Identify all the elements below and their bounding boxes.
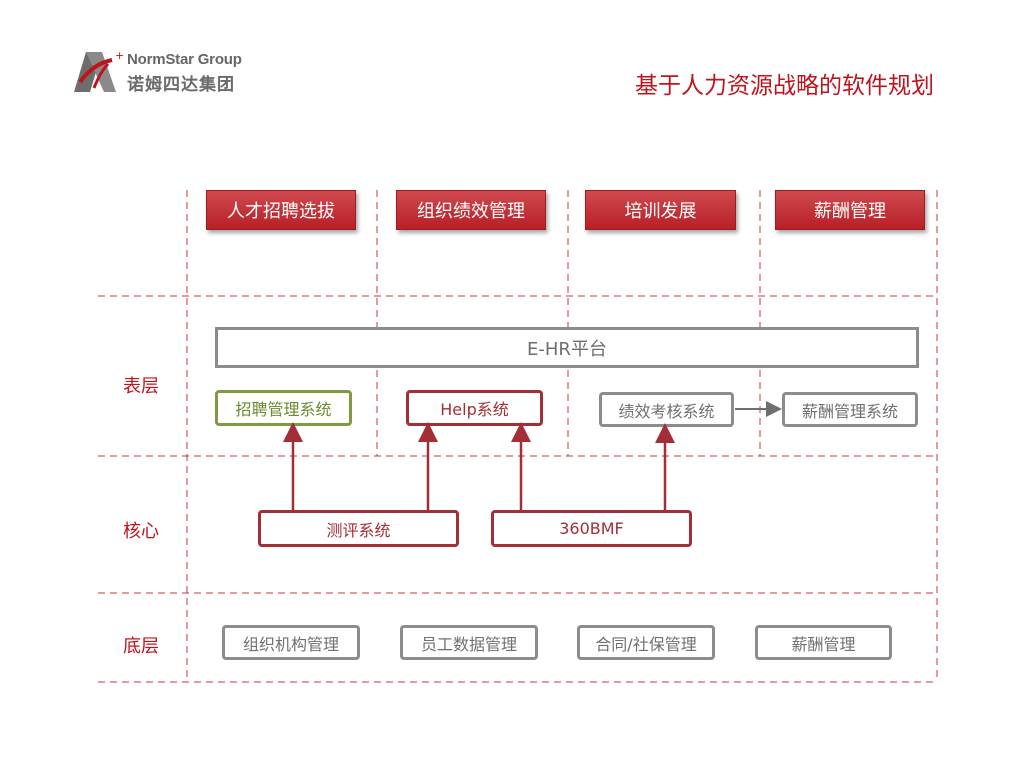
svg-text:+: + (115, 49, 124, 62)
recruitment-system-box: 招聘管理系统 (215, 390, 352, 426)
ehr-platform-bar: E-HR平台 (215, 327, 919, 368)
column-header-compensation: 薪酬管理 (775, 190, 925, 230)
normstar-logo-icon: + (74, 49, 124, 92)
employee-data-management-box: 员工数据管理 (400, 625, 538, 660)
logo-chinese-name: 诺姆四达集团 (127, 75, 235, 95)
org-structure-management-box: 组织机构管理 (222, 625, 360, 660)
column-header-recruitment: 人才招聘选拔 (206, 190, 356, 230)
performance-appraisal-system-box: 绩效考核系统 (599, 392, 734, 427)
360bmf-box: 360BMF (491, 510, 692, 547)
contract-social-insurance-box: 合同/社保管理 (577, 625, 715, 660)
salary-management-system-box: 薪酬管理系统 (782, 392, 918, 427)
column-header-performance: 组织绩效管理 (396, 190, 546, 230)
row-label-core: 核心 (123, 521, 159, 542)
row-label-surface: 表层 (123, 376, 159, 397)
assessment-system-box: 测评系统 (258, 510, 459, 547)
logo-english-name: NormStar Group (127, 51, 242, 68)
column-header-training: 培训发展 (585, 190, 736, 230)
compensation-management-box: 薪酬管理 (755, 625, 892, 660)
help-system-box: Help系统 (406, 390, 543, 426)
page-title: 基于人力资源战略的软件规划 (635, 73, 934, 99)
row-label-base: 底层 (123, 636, 159, 657)
